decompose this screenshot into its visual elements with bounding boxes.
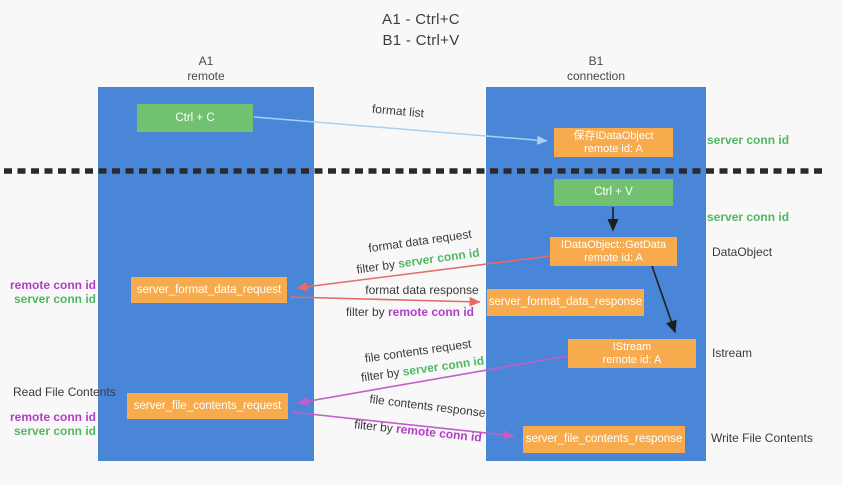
istream-side-label: Istream [712, 346, 753, 360]
ctrl-v-box: Ctrl + V [554, 179, 673, 206]
column-header-a1: A1 remote [98, 54, 314, 84]
server-conn-id-left-2: server conn id [13, 424, 96, 438]
filter-by-remote-conn-id-label-1: filter by remote conn id [340, 305, 480, 319]
remote-conn-id-text: remote conn id [395, 421, 483, 445]
diagram-title: A1 - Ctrl+C B1 - Ctrl+V [301, 9, 541, 51]
title-line-1: A1 - Ctrl+C [382, 11, 460, 28]
server-format-data-request-box: server_format_data_request [131, 277, 287, 303]
column-a1-role: remote [187, 69, 225, 83]
title-line-2: B1 - Ctrl+V [382, 32, 460, 49]
dataobject-label: DataObject [712, 245, 773, 259]
filter-by-remote-conn-id-label-2: filter by remote conn id [348, 417, 489, 446]
remote-conn-id-text: remote conn id [388, 305, 475, 319]
format-data-response-arrow [289, 296, 481, 307]
format-list-label: format list [371, 101, 425, 121]
conn-id-block-upper: remote conn id server conn id [0, 278, 96, 306]
column-a1-name: A1 [198, 54, 214, 68]
write-file-contents-label: Write File Contents [711, 431, 813, 445]
column-b1-name: B1 [588, 54, 604, 68]
file-contents-response-label: file contents response [368, 391, 487, 421]
save-dataobject-title: 保存IDataObject [573, 129, 654, 142]
column-header-b1: B1 connection [486, 54, 706, 84]
remote-conn-id-left-2: remote conn id [9, 410, 96, 424]
istream-box: IStream remote id: A [568, 339, 696, 368]
column-b1-role: connection [566, 69, 626, 83]
filter-by-text: filter by [360, 365, 401, 385]
remote-conn-id-left-1: remote conn id [9, 278, 96, 292]
server-file-contents-request-box: server_file_contents_request [127, 393, 288, 419]
istream-title: IStream [612, 340, 652, 353]
server-conn-id-right-top: server conn id [707, 133, 790, 147]
getdata-subtitle: remote id: A [584, 251, 643, 264]
getdata-box: IDataObject::GetData remote id: A [550, 237, 677, 266]
read-file-contents-label: Read File Contents [13, 385, 116, 399]
save-dataobject-subtitle: remote id: A [584, 142, 643, 155]
getdata-title: IDataObject::GetData [560, 238, 667, 251]
conn-id-block-lower: remote conn id server conn id [0, 410, 96, 438]
ctrl-c-box: Ctrl + C [137, 104, 253, 132]
server-file-contents-response-box: server_file_contents_response [523, 426, 685, 453]
filter-by-text: filter by [345, 305, 385, 319]
server-conn-id-left-1: server conn id [13, 292, 96, 306]
server-conn-id-right-mid: server conn id [707, 210, 790, 224]
filter-by-text: filter by [355, 257, 396, 277]
save-dataobject-box: 保存IDataObject remote id: A [554, 128, 673, 157]
server-format-data-response-box: server_format_data_response [487, 289, 644, 316]
format-data-response-label: format data response [365, 283, 479, 297]
istream-subtitle: remote id: A [602, 353, 662, 366]
filter-by-text: filter by [353, 417, 394, 436]
